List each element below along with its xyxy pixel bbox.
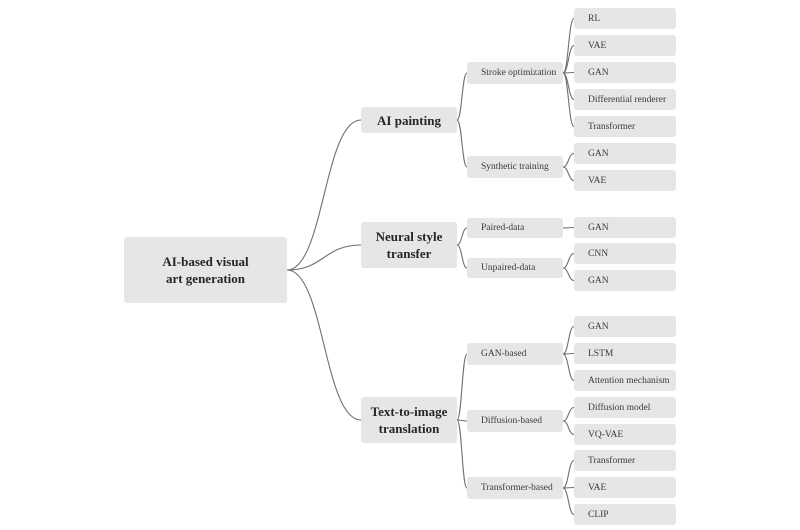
leaf-label: VAE	[588, 40, 607, 51]
leaf-node-cnn: CNN	[574, 243, 676, 264]
connector-line	[562, 352, 575, 355]
connector-line	[562, 152, 575, 168]
sub-node-synthetic-training: Synthetic training	[467, 156, 563, 178]
connector-line	[562, 226, 575, 229]
connector-line	[456, 419, 468, 489]
leaf-label: GAN	[588, 148, 609, 159]
sub-node-diffusion-based: Diffusion-based	[467, 410, 563, 432]
sub-node-unpaired-data: Unpaired-data	[467, 258, 563, 278]
sub-node-label: GAN-based	[481, 349, 527, 359]
leaf-label: GAN	[588, 222, 609, 233]
leaf-node-gan: GAN	[574, 143, 676, 164]
branch-node-ai-painting: AI painting	[361, 107, 457, 133]
branch-node-text-to-image-translation: Text-to-image translation	[361, 397, 457, 443]
connector-line	[562, 44, 575, 74]
root-node-label: AI-based visual art generation	[162, 254, 249, 286]
leaf-node-vq-vae: VQ-VAE	[574, 424, 676, 445]
connector-line	[456, 119, 468, 168]
connector-line	[562, 406, 575, 422]
connector-line	[562, 459, 575, 489]
leaf-node-lstm: LSTM	[574, 343, 676, 364]
leaf-node-transformer: Transformer	[574, 116, 676, 137]
leaf-node-vae: VAE	[574, 477, 676, 498]
sub-node-transformer-based: Transformer-based	[467, 477, 563, 499]
leaf-node-clip: CLIP	[574, 504, 676, 525]
leaf-label: GAN	[588, 67, 609, 78]
leaf-label: Transformer	[588, 455, 636, 466]
leaf-node-diffusion-model: Diffusion model	[574, 397, 676, 418]
sub-node-label: Diffusion-based	[481, 416, 543, 426]
leaf-label: Attention mechanism	[588, 375, 670, 386]
leaf-label: LSTM	[588, 348, 614, 359]
leaf-node-gan: GAN	[574, 316, 676, 337]
connector-line	[562, 353, 575, 382]
leaf-label: Differential renderer	[588, 94, 667, 105]
sub-node-paired-data: Paired-data	[467, 218, 563, 238]
branch-label: Neural style transfer	[375, 229, 443, 261]
sub-node-label: Paired-data	[481, 223, 525, 233]
branch-node-neural-style-transfer: Neural style transfer	[361, 222, 457, 268]
connector-line	[456, 419, 468, 422]
leaf-label: GAN	[588, 321, 609, 332]
connector-line	[562, 252, 575, 269]
leaf-node-gan: GAN	[574, 270, 676, 291]
leaf-label: CLIP	[588, 509, 609, 520]
connector-line	[286, 269, 362, 421]
sub-node-label: Synthetic training	[481, 162, 549, 172]
connector-line	[562, 72, 575, 128]
branch-label: AI painting	[377, 112, 441, 128]
leaf-node-vae: VAE	[574, 170, 676, 191]
connector-line	[562, 325, 575, 355]
leaf-node-transformer: Transformer	[574, 450, 676, 471]
leaf-label: Transformer	[588, 121, 636, 132]
connector-line	[562, 487, 575, 516]
connector-line	[456, 244, 468, 269]
leaf-node-gan: GAN	[574, 62, 676, 83]
leaf-node-rl: RL	[574, 8, 676, 29]
leaf-node-vae: VAE	[574, 35, 676, 56]
connector-line	[456, 72, 468, 121]
branch-label: Text-to-image translation	[370, 404, 448, 436]
leaf-label: RL	[588, 13, 601, 24]
leaf-node-attention-mechanism: Attention mechanism	[574, 370, 676, 391]
sub-node-label: Unpaired-data	[481, 263, 536, 273]
connector-line	[286, 119, 362, 271]
sub-node-gan-based: GAN-based	[467, 343, 563, 365]
leaf-label: VAE	[588, 482, 607, 493]
connector-line	[562, 166, 575, 182]
leaf-label: VQ-VAE	[588, 429, 624, 440]
connector-line	[562, 420, 575, 436]
leaf-node-differential-renderer: Differential renderer	[574, 89, 676, 110]
connector-line	[286, 244, 362, 271]
connector-line	[456, 227, 468, 246]
leaf-label: CNN	[588, 248, 609, 259]
connector-line	[456, 353, 468, 421]
root-node: AI-based visual art generation	[124, 237, 287, 303]
sub-node-label: Transformer-based	[481, 483, 553, 493]
leaf-label: GAN	[588, 275, 609, 286]
leaf-label: VAE	[588, 175, 607, 186]
connector-line	[562, 486, 575, 489]
leaf-label: Diffusion model	[588, 402, 651, 413]
connector-line	[562, 71, 575, 74]
leaf-node-gan: GAN	[574, 217, 676, 238]
sub-node-label: Stroke optimization	[481, 68, 557, 78]
sub-node-stroke-optimization: Stroke optimization	[467, 62, 563, 84]
connector-line	[562, 267, 575, 282]
